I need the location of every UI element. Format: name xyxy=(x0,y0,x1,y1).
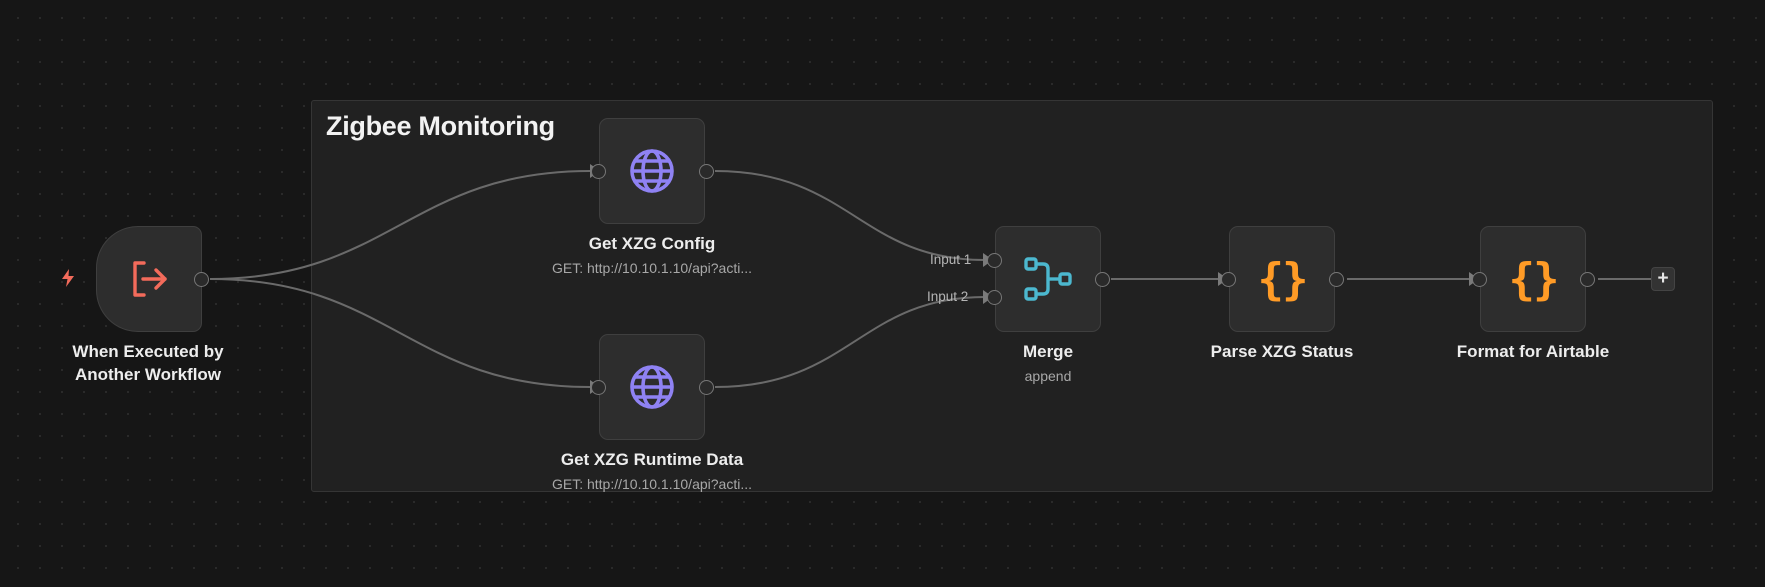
output-port-runtime[interactable] xyxy=(699,380,714,395)
globe-icon xyxy=(630,149,674,193)
sign-out-icon xyxy=(133,261,167,297)
node-get-xzg-config[interactable] xyxy=(599,118,705,224)
node-subtitle-runtime: GET: http://10.10.1.10/api?acti... xyxy=(551,476,752,492)
lightning-bolt-icon xyxy=(62,269,74,287)
input-port-runtime[interactable] xyxy=(591,380,606,395)
node-label-config: Get XZG Config xyxy=(588,234,716,253)
merge-input-1-label: Input 1 xyxy=(930,252,972,267)
globe-icon xyxy=(630,365,674,409)
input-port-parse[interactable] xyxy=(1221,272,1236,287)
merge-input-2-label: Input 2 xyxy=(927,289,969,304)
input-port-merge-1[interactable] xyxy=(987,253,1002,268)
node-get-xzg-runtime[interactable] xyxy=(599,334,705,440)
merge-icon xyxy=(1024,257,1072,301)
code-braces-icon: {} xyxy=(1508,253,1560,305)
node-label-parse: Parse XZG Status xyxy=(1210,342,1354,361)
output-port-format[interactable] xyxy=(1580,272,1595,287)
input-port-config[interactable] xyxy=(591,164,606,179)
node-format-for-airtable[interactable]: {} xyxy=(1480,226,1586,332)
output-port-parse[interactable] xyxy=(1329,272,1344,287)
input-port-format[interactable] xyxy=(1472,272,1487,287)
code-braces-icon: {} xyxy=(1257,253,1309,305)
node-parse-xzg-status[interactable]: {} xyxy=(1229,226,1335,332)
output-port-config[interactable] xyxy=(699,164,714,179)
node-label-line1: When Executed by xyxy=(72,342,224,361)
node-subtitle-config: GET: http://10.10.1.10/api?acti... xyxy=(551,260,752,276)
node-label-runtime: Get XZG Runtime Data xyxy=(560,450,744,469)
output-port-trigger[interactable] xyxy=(194,272,209,287)
node-label-trigger: When Executed by Another Workflow xyxy=(48,340,248,386)
node-merge[interactable] xyxy=(995,226,1101,332)
group-title: Zigbee Monitoring xyxy=(326,111,555,141)
output-port-merge[interactable] xyxy=(1095,272,1110,287)
node-label-merge: Merge xyxy=(1022,342,1074,361)
add-node-button[interactable]: + xyxy=(1651,267,1675,291)
node-label-format: Format for Airtable xyxy=(1456,342,1610,361)
node-when-executed[interactable] xyxy=(96,226,202,332)
input-port-merge-2[interactable] xyxy=(987,290,1002,305)
node-subtitle-merge: append xyxy=(1024,368,1072,384)
node-label-line2: Another Workflow xyxy=(74,365,222,384)
